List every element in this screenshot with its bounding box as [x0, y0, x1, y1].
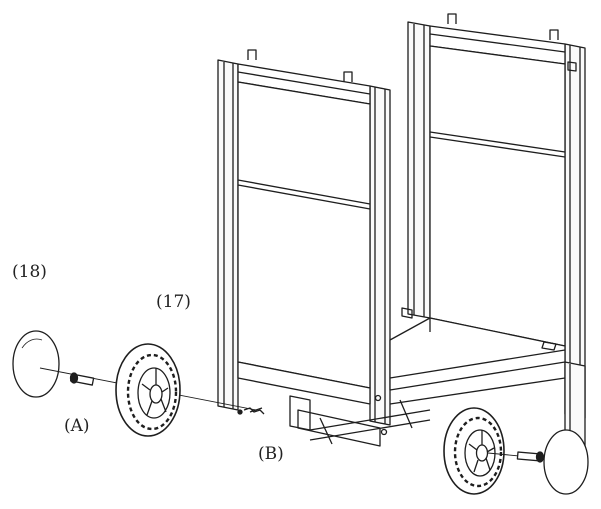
callout-part-17: (17): [156, 292, 191, 312]
wheel-icon: [115, 343, 181, 437]
cross-brace: [289, 395, 431, 447]
axle-bolt-icon: [69, 372, 95, 386]
cotter-pin-icon: [237, 407, 265, 415]
front-frame: [217, 49, 391, 426]
rear-frame: [407, 13, 586, 419]
hubcap-left: [12, 330, 60, 398]
callout-part-b: (B): [258, 444, 284, 464]
callout-part-a: (A): [64, 416, 90, 436]
axle-bolt-icon-right: [516, 451, 545, 463]
hubcap-right: [543, 429, 589, 495]
callout-part-18: (18): [12, 262, 47, 282]
wheel-icon-right: [443, 407, 505, 495]
bottom-shelf: [389, 307, 566, 405]
